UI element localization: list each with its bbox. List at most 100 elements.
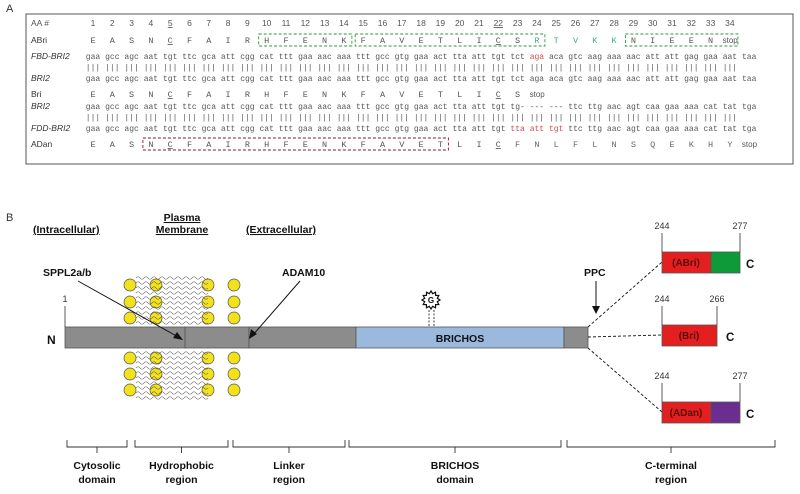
sequence-token: tat <box>723 103 737 112</box>
sequence-token: agc <box>124 103 139 112</box>
sequence-token: ||| <box>163 64 177 73</box>
lipid-tail <box>135 316 209 320</box>
domain-label: Linker <box>273 460 305 472</box>
aa-number: 23 <box>513 18 523 28</box>
lipid-tail <box>135 291 209 295</box>
sequence-token: ||| <box>375 64 389 73</box>
sequence-token: ttc <box>568 125 583 134</box>
lipid-tail <box>135 281 209 285</box>
sequence-token: ||| <box>414 114 428 123</box>
sequence-token: gaa <box>665 103 680 112</box>
fragment-adan-name: (ADan) <box>670 408 703 419</box>
residue-one-label: 1 <box>62 294 67 304</box>
sequence-token: T <box>554 36 559 46</box>
sequence-token: V <box>573 36 579 46</box>
sequence-token: A <box>206 140 212 150</box>
brichos-label: BRICHOS <box>436 333 484 345</box>
sequence-token: aga <box>530 53 545 62</box>
sequence-token: V <box>399 36 405 46</box>
sequence-token: tg- <box>510 103 524 112</box>
aa-number: 25 <box>551 18 561 28</box>
sequence-token: ||| <box>588 114 602 123</box>
sequence-token: att <box>472 103 486 112</box>
lipid-tail <box>135 361 209 365</box>
sequence-token: cat <box>703 125 717 134</box>
sequence-token: ||| <box>645 114 659 123</box>
abri-box-3 <box>624 33 739 47</box>
sppl-arrow <box>77 280 181 339</box>
aa-number: 10 <box>262 18 272 28</box>
sequence-token: ||| <box>684 114 698 123</box>
aa-number: 5 <box>168 18 173 28</box>
sequence-token: ||| <box>414 64 428 73</box>
sequence-token: ttc <box>182 53 197 62</box>
domain-label: region <box>273 474 305 486</box>
sequence-token: tgt <box>491 75 505 84</box>
domain-label: region <box>165 474 197 486</box>
sequence-token: cgg <box>240 53 255 62</box>
linker-segment <box>248 326 357 349</box>
sequence-token: ||| <box>317 64 331 73</box>
sequence-token: S <box>129 90 134 100</box>
fragment-bri-end: 266 <box>709 294 724 304</box>
sequence-token: E <box>303 36 308 46</box>
hydrophobic-segment <box>184 326 250 349</box>
sequence-token: tgt <box>491 103 505 112</box>
sequence-token: tga <box>742 103 757 112</box>
sequence-token: K <box>689 140 695 150</box>
sequence-token: tgt <box>549 125 563 134</box>
aa-number: 1 <box>91 18 96 28</box>
sequence-token: A <box>110 90 116 100</box>
sequence-token: cgg <box>240 75 255 84</box>
glycosylation-label: G <box>428 296 434 305</box>
sequence-token: gtg <box>395 75 410 84</box>
sequence-token: ttg <box>588 103 603 112</box>
sequence-token: ttc <box>182 125 197 134</box>
sequence-token: ||| <box>433 114 447 123</box>
sequence-token: gaa <box>298 103 313 112</box>
sequence-token: ||| <box>144 114 158 123</box>
sequence-token: C <box>168 36 173 46</box>
intracellular-label: (Intracellular) <box>33 224 100 236</box>
sequence-token: E <box>419 90 424 100</box>
sequence-token: ||| <box>703 114 717 123</box>
sequence-token: ||| <box>356 114 370 123</box>
aa-number: 13 <box>320 18 330 28</box>
sequence-token: gaa <box>665 125 680 134</box>
aa-number: 4 <box>149 18 154 28</box>
sequence-token: tta <box>510 125 525 134</box>
sequence-token: ||| <box>105 64 119 73</box>
domain-label: Hydrophobic <box>149 460 214 472</box>
sequence-token: gaa <box>86 103 101 112</box>
sequence-token: att <box>665 53 679 62</box>
aa-number: 2 <box>110 18 115 28</box>
sequence-token: att <box>530 125 544 134</box>
sequence-token: N <box>708 36 713 46</box>
fragment-abri-c: C <box>746 259 754 271</box>
sequence-token: gaa <box>414 103 429 112</box>
sequence-token: ttc <box>568 103 583 112</box>
sequence-token: ||| <box>105 114 119 123</box>
sequence-token: gag <box>684 53 699 62</box>
sequence-token: att <box>221 53 235 62</box>
sequence-token: aga <box>530 75 545 84</box>
sequence-token: tgt <box>491 53 505 62</box>
aa-number: 33 <box>706 18 716 28</box>
sequence-token: ||| <box>665 114 679 123</box>
sequence-token: ||| <box>510 114 524 123</box>
stop-label: stop <box>723 36 739 45</box>
adan-box <box>142 137 449 151</box>
aa-number: 18 <box>416 18 426 28</box>
lipid-head-icon <box>149 278 163 292</box>
sequence-token: ttt <box>356 75 370 84</box>
sequence-token: ||| <box>607 64 621 73</box>
sequence-token: ||| <box>530 64 544 73</box>
lipid-tail <box>135 381 209 385</box>
sequence-token: E <box>419 140 424 150</box>
sequence-token: cgg <box>240 125 255 134</box>
sequence-token: aaa <box>684 125 699 134</box>
lipid-tail <box>135 371 209 375</box>
sequence-token: tta <box>452 75 467 84</box>
aa-number: 11 <box>282 18 291 28</box>
fragment-bri-c: C <box>726 332 734 344</box>
